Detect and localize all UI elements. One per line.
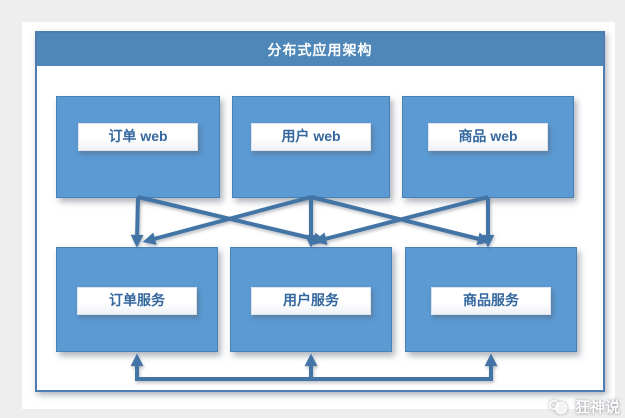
node-label: 用户 web — [251, 123, 371, 151]
node-label: 商品服务 — [431, 287, 551, 315]
node-label: 订单 web — [78, 123, 198, 151]
node-goods-service: 商品服务 — [405, 247, 577, 352]
node-user-web: 用户 web — [232, 96, 390, 198]
node-order-service: 订单服务 — [56, 247, 218, 352]
node-label: 用户服务 — [251, 287, 371, 315]
watermark-text: 狂神说 — [574, 399, 620, 416]
node-goods-web: 商品 web — [402, 96, 574, 198]
node-label: 订单服务 — [77, 287, 197, 315]
panel-header: 分布式应用架构 — [37, 33, 603, 66]
diagram-title: 分布式应用架构 — [267, 41, 373, 58]
kuangshen-logo-icon — [548, 399, 568, 414]
watermark: 狂神说 — [546, 396, 620, 417]
node-order-web: 订单 web — [56, 96, 220, 198]
node-user-service: 用户服务 — [230, 247, 392, 352]
node-label: 商品 web — [428, 123, 548, 151]
